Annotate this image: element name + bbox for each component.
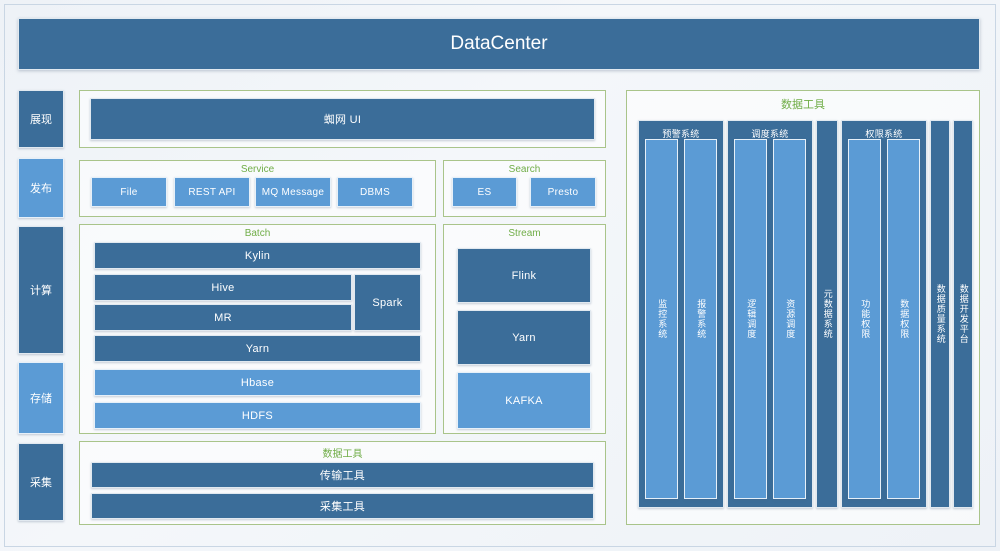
- batch-item-label: Hive: [211, 281, 235, 294]
- function-permission-label: 功能权限: [860, 299, 871, 339]
- search-item-label: ES: [477, 186, 492, 198]
- search-item-presto[interactable]: Presto: [530, 177, 596, 207]
- data-quality-system-label: 数据质量系统: [935, 284, 946, 344]
- stream-item-flink[interactable]: Flink: [457, 248, 591, 303]
- function-permission-column[interactable]: 功能权限: [848, 139, 881, 499]
- batch-group-title: Batch: [244, 228, 271, 239]
- alarm-system-column[interactable]: 报警系统: [684, 139, 717, 499]
- stream-item-label: Yarn: [512, 331, 536, 344]
- page-title: DataCenter: [18, 18, 980, 70]
- stream-group-title: Stream: [508, 228, 541, 239]
- search-item-es[interactable]: ES: [452, 177, 517, 207]
- bottom-tool-collect[interactable]: 采集工具: [91, 493, 594, 519]
- scheduling-system-header: 调度系统: [751, 129, 789, 139]
- sidebar-item-label: 计算: [30, 285, 52, 297]
- service-item-file[interactable]: File: [91, 177, 167, 207]
- batch-item-label: Spark: [372, 296, 403, 309]
- batch-item-label: Yarn: [245, 342, 270, 355]
- sidebar-item-label: 展现: [30, 114, 52, 126]
- service-item-label: REST API: [188, 186, 236, 198]
- sidebar-item-compute[interactable]: 计算: [18, 226, 64, 354]
- resource-scheduling-label: 资源调度: [785, 299, 796, 339]
- data-quality-system-column[interactable]: 数据质量系统: [930, 120, 950, 508]
- service-group-title: Service: [240, 164, 275, 175]
- permission-system-header: 权限系统: [865, 129, 903, 139]
- batch-item-hbase[interactable]: Hbase: [94, 369, 421, 396]
- sidebar-item-publish[interactable]: 发布: [18, 158, 64, 218]
- spider-web-ui-block[interactable]: 蜘网 UI: [90, 98, 595, 140]
- batch-item-spark[interactable]: Spark: [354, 274, 421, 331]
- monitor-system-label: 监控系统: [657, 299, 668, 339]
- service-item-label: DBMS: [359, 186, 391, 198]
- warning-system-header: 预警系统: [662, 129, 700, 139]
- logic-scheduling-column[interactable]: 逻辑调度: [734, 139, 767, 499]
- monitor-system-column[interactable]: 监控系统: [645, 139, 678, 499]
- stream-item-label: Flink: [511, 269, 537, 282]
- batch-item-mr[interactable]: MR: [94, 304, 352, 331]
- search-item-label: Presto: [547, 186, 579, 198]
- metadata-system-label: 元数据系统: [822, 289, 833, 339]
- data-development-platform-column[interactable]: 数据开发平台: [953, 120, 973, 508]
- service-item-label: File: [120, 186, 138, 198]
- service-item-rest-api[interactable]: REST API: [174, 177, 250, 207]
- batch-item-kylin[interactable]: Kylin: [94, 242, 421, 269]
- batch-item-hive[interactable]: Hive: [94, 274, 352, 301]
- metadata-system-column[interactable]: 元数据系统: [816, 120, 838, 508]
- sidebar-item-storage[interactable]: 存储: [18, 362, 64, 434]
- service-item-dbms[interactable]: DBMS: [337, 177, 413, 207]
- logic-scheduling-label: 逻辑调度: [746, 299, 757, 339]
- sidebar-item-presentation[interactable]: 展现: [18, 90, 64, 148]
- resource-scheduling-column[interactable]: 资源调度: [773, 139, 806, 499]
- right-data-tools-title: 数据工具: [781, 99, 825, 111]
- stream-item-kafka[interactable]: KAFKA: [457, 372, 591, 429]
- service-item-mq-message[interactable]: MQ Message: [255, 177, 331, 207]
- sidebar-item-collect[interactable]: 采集: [18, 443, 64, 521]
- service-item-label: MQ Message: [261, 186, 325, 198]
- bottom-tool-label: 传输工具: [319, 470, 366, 482]
- batch-item-yarn[interactable]: Yarn: [94, 335, 421, 362]
- sidebar-item-label: 存储: [30, 393, 52, 405]
- bottom-tool-label: 采集工具: [319, 501, 366, 513]
- batch-item-label: Hbase: [240, 376, 275, 389]
- sidebar-item-label: 采集: [30, 477, 52, 489]
- stream-item-label: KAFKA: [505, 394, 543, 407]
- data-development-platform-label: 数据开发平台: [958, 284, 969, 344]
- batch-item-label: HDFS: [241, 409, 274, 422]
- bottom-data-tools-title: 数据工具: [322, 449, 363, 460]
- spider-web-ui-label: 蜘网 UI: [323, 114, 362, 126]
- data-permission-label: 数据权限: [899, 299, 910, 339]
- batch-item-label: Kylin: [244, 249, 271, 262]
- alarm-system-label: 报警系统: [696, 299, 707, 339]
- sidebar-item-label: 发布: [30, 183, 52, 195]
- batch-item-hdfs[interactable]: HDFS: [94, 402, 421, 429]
- data-permission-column[interactable]: 数据权限: [887, 139, 920, 499]
- search-group-title: Search: [508, 164, 541, 175]
- stream-item-yarn[interactable]: Yarn: [457, 310, 591, 365]
- batch-item-label: MR: [214, 311, 232, 324]
- bottom-tool-transfer[interactable]: 传输工具: [91, 462, 594, 488]
